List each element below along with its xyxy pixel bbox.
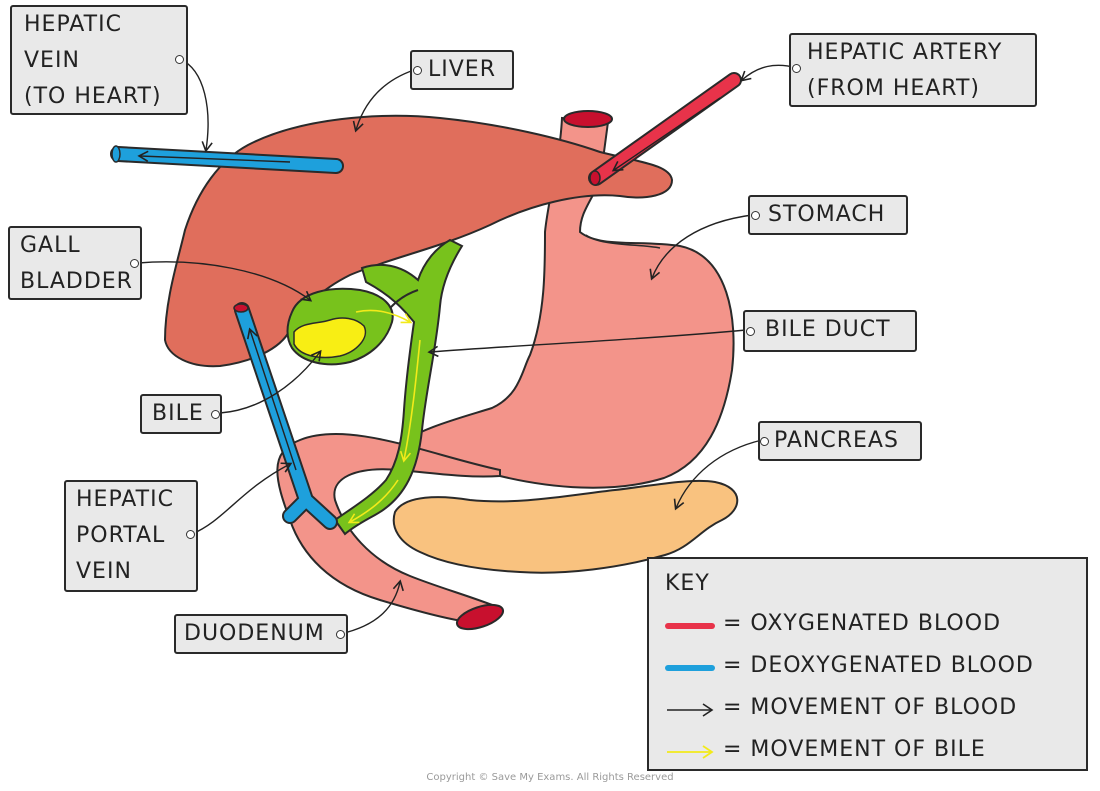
label-hepatic-portal-vein-line1: HEPATIC (76, 487, 174, 512)
label-pancreas: PANCREAS (758, 421, 922, 461)
key-row-bile-movement: = MOVEMENT OF BILE (665, 737, 1085, 767)
key-row-deoxygenated: = DEOXYGENATED BLOOD (665, 653, 1085, 683)
label-bile: BILE (140, 394, 222, 434)
label-hepatic-portal-vein-line3: VEIN (76, 559, 132, 584)
label-hepatic-vein-line3: (TO HEART) (24, 84, 162, 109)
label-gall-bladder: GALL BLADDER (8, 226, 142, 300)
label-hepatic-vein: HEPATIC VEIN (TO HEART) (10, 5, 188, 115)
label-hole (760, 437, 769, 446)
key-row-oxygenated: = OXYGENATED BLOOD (665, 611, 1085, 641)
blue-line-icon (665, 665, 715, 671)
key-text-blood-movement: = MOVEMENT OF BLOOD (723, 695, 1018, 720)
liver (163, 114, 674, 368)
black-arrow-icon (667, 703, 714, 717)
label-hole (336, 630, 345, 639)
label-hole (413, 66, 422, 75)
label-hepatic-artery-line1: HEPATIC ARTERY (807, 40, 1003, 65)
label-hepatic-vein-line2: VEIN (24, 48, 80, 73)
key-text-deoxygenated: = DEOXYGENATED BLOOD (723, 653, 1034, 678)
yellow-arrow-icon (667, 745, 714, 759)
label-hepatic-artery: HEPATIC ARTERY (FROM HEART) (789, 33, 1037, 107)
label-stomach: STOMACH (748, 195, 908, 235)
label-hole (186, 530, 195, 539)
label-gall-bladder-line1: GALL (20, 233, 81, 258)
label-hole (211, 410, 220, 419)
key-text-bile-movement: = MOVEMENT OF BILE (723, 737, 986, 762)
pancreas (392, 479, 739, 574)
label-hole (175, 55, 184, 64)
stomach (390, 110, 735, 489)
hepatic-vein-vessel (110, 145, 344, 174)
key-row-blood-movement: = MOVEMENT OF BLOOD (665, 695, 1085, 725)
hepatic-artery-vessel (588, 72, 742, 186)
duodenum (276, 433, 505, 631)
bile-flow-arrows (347, 309, 421, 524)
gall-bladder (286, 287, 394, 366)
label-hepatic-artery-line2: (FROM HEART) (807, 76, 981, 101)
label-gall-bladder-line2: BLADDER (20, 269, 133, 294)
key-panel: KEY = OXYGENATED BLOOD = DEOXYGENATED BL… (647, 557, 1088, 771)
label-hepatic-portal-vein: HEPATIC PORTAL VEIN (64, 480, 198, 592)
hepatic-portal-vein-vessel (233, 302, 338, 530)
key-title: KEY (665, 571, 710, 596)
key-text-oxygenated: = OXYGENATED BLOOD (723, 611, 1002, 636)
label-liver: LIVER (410, 50, 514, 90)
label-hepatic-portal-vein-line2: PORTAL (76, 523, 166, 548)
label-hole (792, 64, 801, 73)
bile-duct (333, 238, 464, 536)
label-hole (746, 327, 755, 336)
label-hole (751, 211, 760, 220)
label-bile-duct: BILE DUCT (743, 310, 917, 352)
red-line-icon (665, 623, 715, 629)
label-hepatic-vein-line1: HEPATIC (24, 12, 122, 37)
copyright-notice: Copyright © Save My Exams. All Rights Re… (426, 772, 674, 783)
label-duodenum: DUODENUM (174, 614, 348, 654)
label-hole (130, 259, 139, 268)
